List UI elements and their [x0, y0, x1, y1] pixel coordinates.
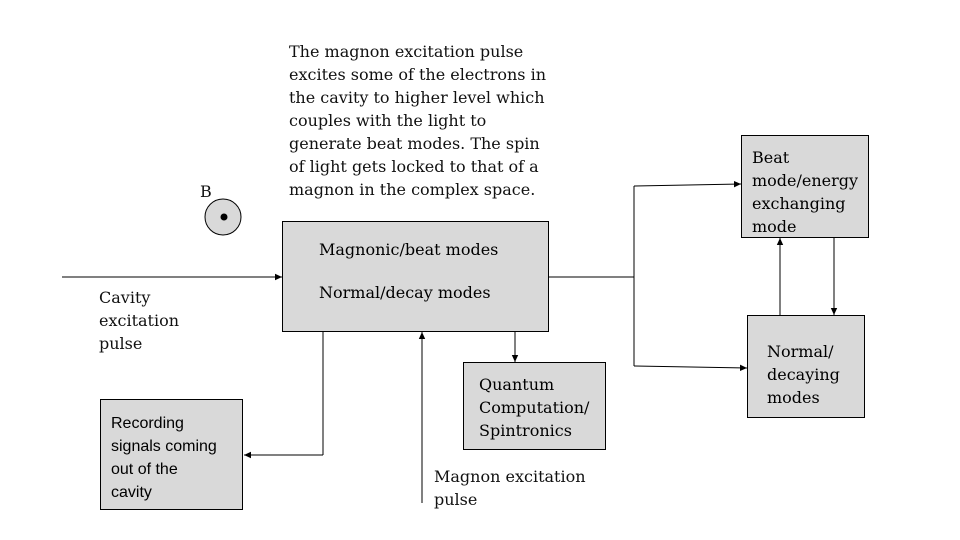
- arrow-to-normal-modes: [633, 364, 748, 372]
- recording-line: out of the: [111, 461, 178, 478]
- beat-line: mode/energy: [752, 171, 859, 190]
- quantum-line: Quantum: [479, 375, 555, 394]
- field-dot-icon: [220, 213, 228, 221]
- beat-mode-box: Beat mode/energy exchanging mode: [741, 135, 869, 238]
- recording-signals-box: Recording signals coming out of the cavi…: [100, 399, 243, 510]
- description-text: The magnon excitation pulse excites some…: [289, 42, 547, 199]
- magnonic-beat-modes-text: Magnonic/beat modes: [319, 240, 499, 259]
- cavity-excitation-pulse-label: Cavity excitation pulse: [99, 288, 180, 353]
- beat-line: exchanging: [752, 194, 846, 213]
- quantum-line: Computation/: [479, 398, 590, 417]
- cavity-modes-box: Magnonic/beat modes Normal/decay modes: [282, 221, 549, 332]
- normal-line: Normal/: [767, 342, 834, 361]
- quantum-computation-box: Quantum Computation/ Spintronics: [463, 362, 606, 450]
- recording-line: signals coming: [111, 438, 217, 455]
- normal-line: modes: [767, 388, 820, 407]
- beat-line: mode: [752, 217, 797, 236]
- recording-line: Recording: [111, 415, 184, 432]
- normal-decaying-modes-box: Normal/ decaying modes: [747, 315, 865, 418]
- normal-line: decaying: [767, 365, 840, 384]
- beat-line: Beat: [752, 148, 790, 167]
- arrow-to-beat-mode: [633, 180, 742, 188]
- normal-decay-modes-text: Normal/decay modes: [319, 283, 491, 302]
- recording-line: cavity: [111, 484, 152, 501]
- magnon-excitation-pulse-label: Magnon excitation pulse: [434, 467, 586, 509]
- quantum-line: Spintronics: [479, 421, 572, 440]
- field-label: B: [200, 182, 212, 201]
